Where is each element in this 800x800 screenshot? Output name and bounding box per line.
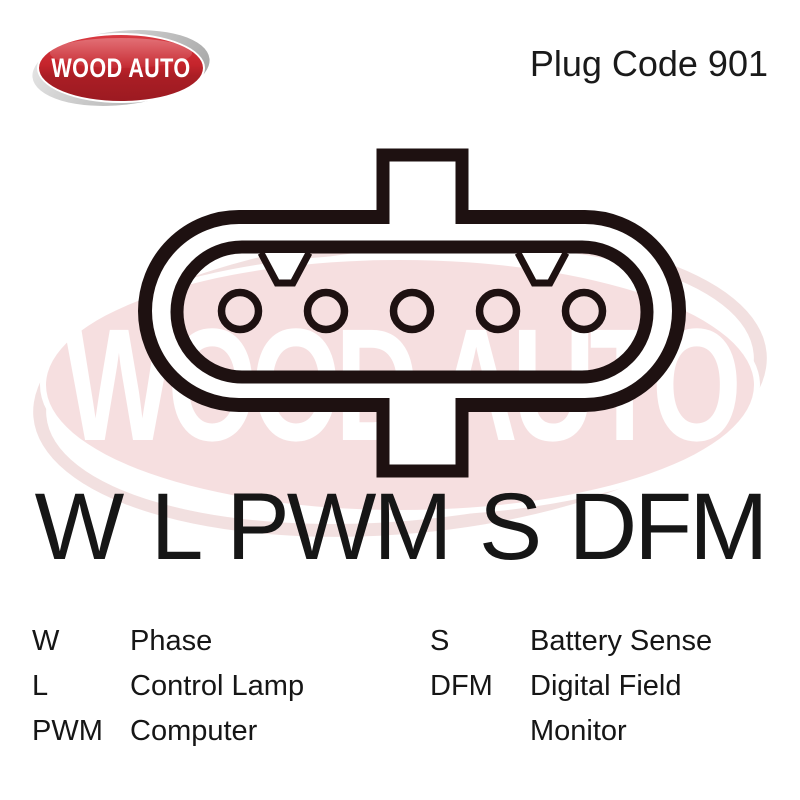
legend-right: S Battery Sense DFM Digital Field Monito… [430, 619, 712, 754]
legend-definition: Battery Sense [530, 625, 713, 657]
legend-definition: Computer [130, 715, 258, 747]
legend-definition: Monitor [530, 715, 627, 747]
pin-1 [217, 288, 263, 334]
legend-left: W Phase L Control Lamp PWM Computer [32, 619, 304, 754]
pin-4 [475, 288, 521, 334]
connector-notch-2 [514, 251, 570, 287]
connector-notch-1 [257, 251, 313, 287]
logo-oval: WOOD AUTO [37, 33, 205, 103]
connector-inner-outline [170, 240, 654, 384]
legend-row-w: W Phase [32, 619, 304, 664]
legend-row-dfm: DFM Digital Field [430, 664, 712, 709]
pin-labels: W L PWM S DFM [34, 474, 769, 580]
pin-2 [303, 288, 349, 334]
connector-ring-fill [145, 217, 679, 405]
legend-term: DFM [430, 670, 493, 702]
plug-code-title: Plug Code 901 [529, 43, 768, 84]
legend-definition: Phase [130, 625, 213, 657]
legend-row-s: S Battery Sense [430, 619, 712, 664]
legend-term: S [430, 625, 450, 657]
legend-term: PWM [32, 715, 103, 747]
legend-term [430, 709, 530, 754]
connector-bottom-tab [376, 398, 469, 478]
legend-row-dfm-cont: Monitor [430, 709, 712, 754]
legend-row-pwm: PWM Computer [32, 709, 304, 754]
legend-definition: Digital Field [530, 670, 682, 702]
legend-term: W [32, 625, 60, 657]
connector-top-tab [376, 148, 469, 224]
brand-logo-text: WOOD AUTO [51, 52, 191, 83]
brand-logo: WOOD AUTO [28, 21, 214, 115]
pin-3 [389, 288, 435, 334]
legend-term: L [32, 670, 49, 702]
legend-row-l: L Control Lamp [32, 664, 304, 709]
legend-definition: Control Lamp [130, 670, 305, 702]
pin-5 [561, 288, 607, 334]
